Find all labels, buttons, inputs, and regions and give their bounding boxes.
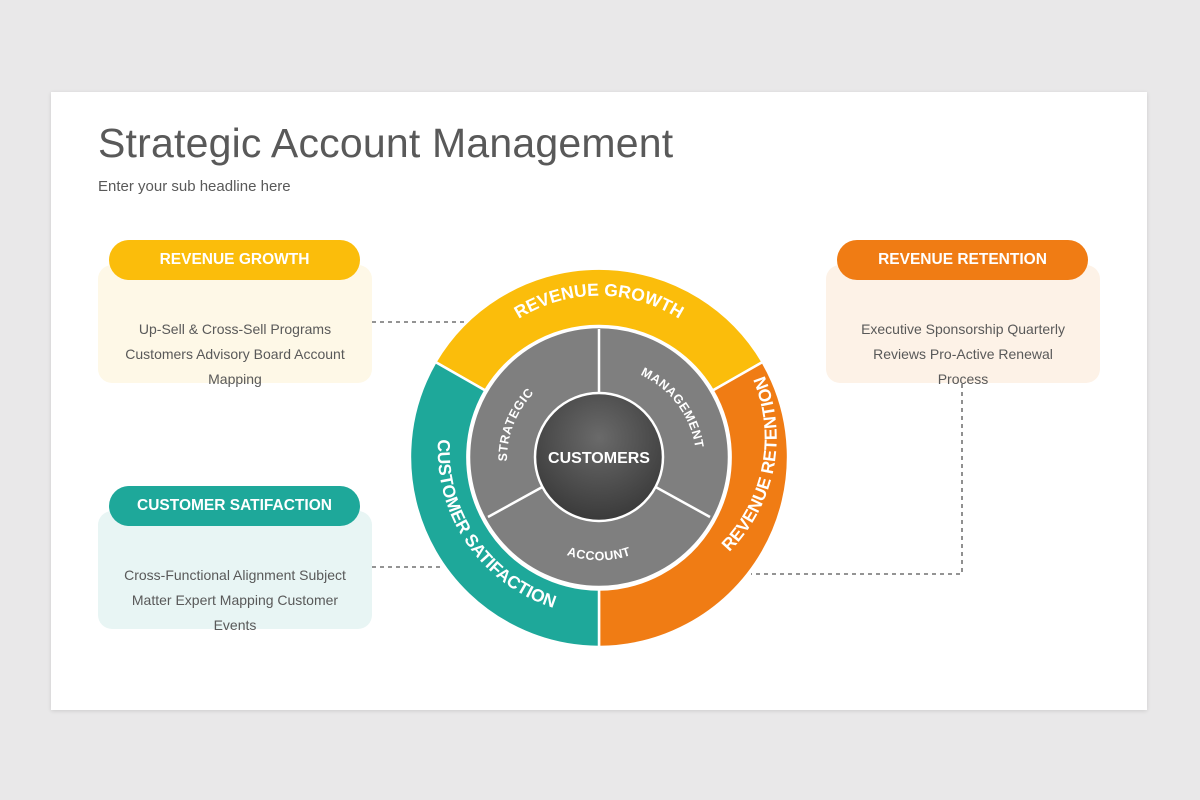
slide: Strategic Account Management Enter your …: [51, 92, 1147, 710]
connector-revenue-retention: [751, 384, 963, 575]
page-subtitle: Enter your sub headline here: [98, 178, 291, 195]
inner-divider: [487, 483, 547, 519]
card-line: Reviews Pro-Active Renewal: [873, 346, 1053, 362]
card-line: Mapping: [208, 371, 262, 387]
card-revenue-growth: Up-Sell & Cross-Sell Programs Customers …: [98, 265, 372, 387]
outer-segment-customer-satisfaction: [408, 360, 601, 649]
card-line: Executive Sponsorship Quarterly: [861, 321, 1065, 337]
card-line: Events: [213, 617, 257, 633]
center-circle: [533, 391, 665, 523]
card-line: Process: [937, 371, 989, 387]
pill-revenue-retention: REVENUE RETENTION: [837, 240, 1088, 280]
pill-revenue-growth: REVENUE GROWTH: [109, 240, 360, 280]
card-line: Cross-Functional Alignment Subject: [124, 567, 346, 583]
card-revenue-retention-text: Executive Sponsorship Quarterly Reviews …: [826, 317, 1100, 392]
outer-segment-revenue-retention: [597, 360, 790, 649]
inner-label-account: ACCOUNT: [566, 544, 633, 563]
connector-lines: [372, 321, 963, 575]
inner-divider: [651, 483, 711, 519]
card-revenue-growth-text: Up-Sell & Cross-Sell Programs Customers …: [98, 317, 372, 392]
card-customer-satisfaction: Cross-Functional Alignment Subject Matte…: [98, 511, 372, 633]
wheel-diagram: CUSTOMERS STRATEGIC MANAGEMENT ACCOUNT R…: [408, 267, 790, 649]
pill-customer-satisfaction: CUSTOMER SATIFACTION: [109, 486, 360, 526]
card-revenue-retention: Executive Sponsorship Quarterly Reviews …: [826, 265, 1100, 387]
card-customer-satisfaction-text: Cross-Functional Alignment Subject Matte…: [98, 563, 372, 638]
card-line: Up-Sell & Cross-Sell Programs: [138, 321, 332, 337]
card-line: Customers Advisory Board Account: [125, 346, 345, 362]
center-label: CUSTOMERS: [548, 450, 650, 467]
page-title: Strategic Account Management: [98, 120, 674, 166]
card-line: Matter Expert Mapping Customer: [131, 592, 339, 608]
